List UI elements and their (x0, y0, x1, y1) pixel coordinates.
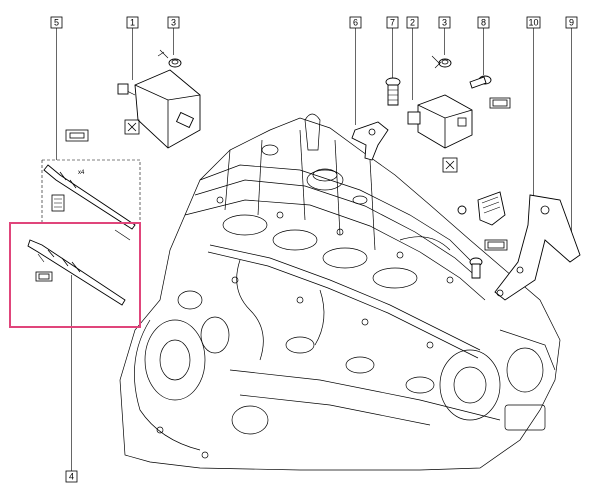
callout-1-label: 1 (130, 18, 135, 28)
clamp-part-10 (457, 191, 508, 279)
callout-10-label: 10 (528, 18, 538, 28)
quantity-icon (51, 194, 65, 212)
bracket-part-6 (351, 121, 389, 161)
torque-note-icon-2 (442, 157, 458, 173)
bolt-part-7 (385, 77, 401, 106)
glow-plug-part-5: x4 (41, 129, 141, 230)
callout-5-label: 5 (54, 18, 59, 28)
callout-3a-label: 3 (171, 18, 176, 28)
callout-8-label: 8 (481, 18, 486, 28)
sensor-module-part-2 (407, 94, 473, 149)
highlight-box (9, 222, 141, 328)
callout-2-label: 2 (410, 18, 415, 28)
tightening-badge-10 (484, 239, 508, 251)
callout-4-label: 4 (69, 472, 74, 482)
engine-block-drawing (119, 113, 561, 471)
torque-note-icon-1 (124, 119, 140, 135)
torque-note-mark-2 (445, 160, 455, 170)
tightening-badge-4 (35, 271, 53, 282)
nut-part-right (431, 55, 452, 69)
callout-9-label: 9 (569, 18, 574, 28)
tightening-badge-8 (489, 97, 511, 109)
glow-plug-part-4 (27, 229, 131, 306)
tightening-badge-5 (65, 129, 89, 142)
callout-3b-label: 3 (442, 18, 447, 28)
bolt-part-8 (469, 75, 492, 89)
torque-note-mark-1 (127, 122, 137, 132)
control-module-part (117, 69, 201, 149)
quantity-note: x4 (78, 170, 85, 176)
nut-part-left (157, 49, 182, 68)
callout-6-label: 6 (353, 18, 358, 28)
support-bracket-part-9 (494, 194, 581, 301)
callout-7-label: 7 (390, 18, 395, 28)
